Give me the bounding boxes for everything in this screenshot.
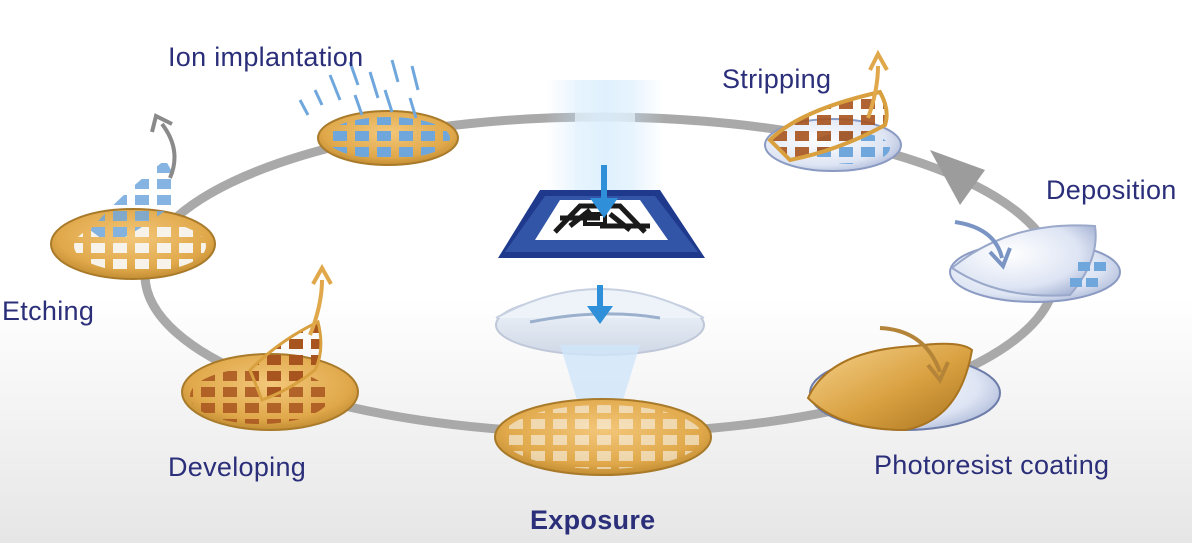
wafer-ion-implantation [317,110,459,166]
wafer-developing [181,319,359,431]
wafer-stripping [764,89,902,172]
label-photoresist-coating: Photoresist coating [874,450,1110,480]
blue-down-arrow-icon [590,165,618,218]
ion-rain-icon [298,59,420,119]
wafer-photoresist-coating [806,342,1001,432]
wafer-exposure [494,398,712,476]
peel-arrow-icon [866,49,889,119]
label-stripping: Stripping [722,64,832,94]
label-ion-implantation: Ion implantation [168,42,364,72]
label-deposition: Deposition [1046,175,1177,205]
curved-arrow-icon [879,326,950,384]
label-developing: Developing [168,452,307,482]
label-exposure: Exposure [530,505,656,535]
wafer-deposition [949,224,1121,303]
curved-arrow-icon [150,113,177,179]
curved-arrow-icon [954,220,1012,270]
cycle-arrowhead-icon [930,150,985,205]
blue-down-arrow-icon [587,285,613,324]
peel-arrow-icon [308,263,333,336]
wafer-etching [50,160,216,280]
label-etching: Etching [2,296,95,326]
